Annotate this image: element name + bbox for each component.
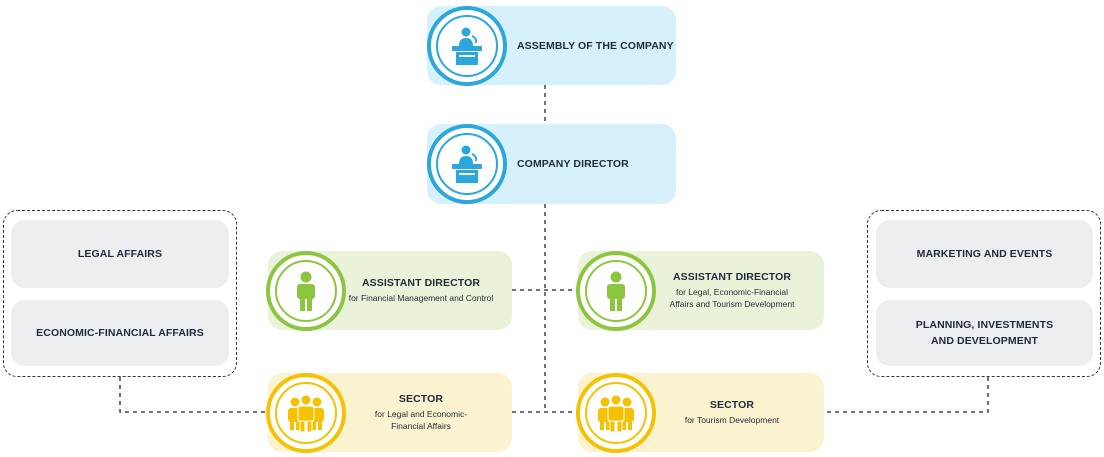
sector-right-icon-circle <box>576 373 656 453</box>
connector-right-group <box>824 377 989 413</box>
sector-left-subtitle-line1: for Legal and Economic- <box>374 409 468 420</box>
assembly-title: ASSEMBLY OF THE COMPANY <box>517 39 674 52</box>
economic-financial-affairs-box: ECONOMIC-FINANCIAL AFFAIRS <box>11 300 229 366</box>
marketing-events-label: MARKETING AND EVENTS <box>916 247 1053 260</box>
assistant-director-right-icon-circle <box>576 251 656 331</box>
right-group-frame <box>867 210 1101 377</box>
planning-investments-box: PLANNING, INVESTMENTS AND DEVELOPMENT <box>876 300 1093 366</box>
person-icon <box>607 271 625 311</box>
sector-left-title: SECTOR <box>398 393 444 406</box>
assistant-director-right-subtitle-line1: for Legal, Economic-Financial <box>676 287 788 298</box>
sector-left-subtitle: for Legal and Economic- Financial Affair… <box>375 409 467 432</box>
group-people-icon <box>598 394 634 432</box>
assistant-director-left-subtitle: for Financial Management and Control <box>348 292 494 303</box>
group-people-icon <box>288 394 324 432</box>
connector-left-group <box>119 377 268 413</box>
podium-speaker-icon <box>452 145 482 183</box>
director-title: COMPANY DIRECTOR <box>517 158 629 170</box>
assistant-director-left-title: ASSISTANT DIRECTOR <box>361 276 481 289</box>
sector-right-subtitle: for Tourism Development <box>684 414 780 425</box>
assistant-director-left-icon-circle <box>266 251 346 331</box>
left-group-frame <box>3 210 237 377</box>
assistant-director-right-subtitle-line2: Affairs and Tourism Development <box>669 298 795 309</box>
legal-affairs-label: LEGAL AFFAIRS <box>77 247 163 260</box>
assembly-icon-circle <box>427 6 507 86</box>
economic-financial-affairs-label: ECONOMIC-FINANCIAL AFFAIRS <box>36 326 204 339</box>
sector-right-title: SECTOR <box>709 398 755 411</box>
planning-investments-label-line1: PLANNING, INVESTMENTS <box>915 318 1054 331</box>
director-icon-circle <box>427 124 507 204</box>
person-icon <box>297 271 315 311</box>
sector-left-subtitle-line2: Financial Affairs <box>391 420 451 431</box>
podium-speaker-icon <box>452 27 482 65</box>
legal-affairs-box: LEGAL AFFAIRS <box>11 220 229 288</box>
planning-investments-label-line2: AND DEVELOPMENT <box>930 335 1039 347</box>
marketing-events-box: MARKETING AND EVENTS <box>876 220 1093 288</box>
assistant-director-right-title: ASSISTANT DIRECTOR <box>672 271 792 284</box>
assistant-director-right-subtitle: for Legal, Economic-Financial Affairs an… <box>670 287 795 310</box>
sector-left-icon-circle <box>266 373 346 453</box>
